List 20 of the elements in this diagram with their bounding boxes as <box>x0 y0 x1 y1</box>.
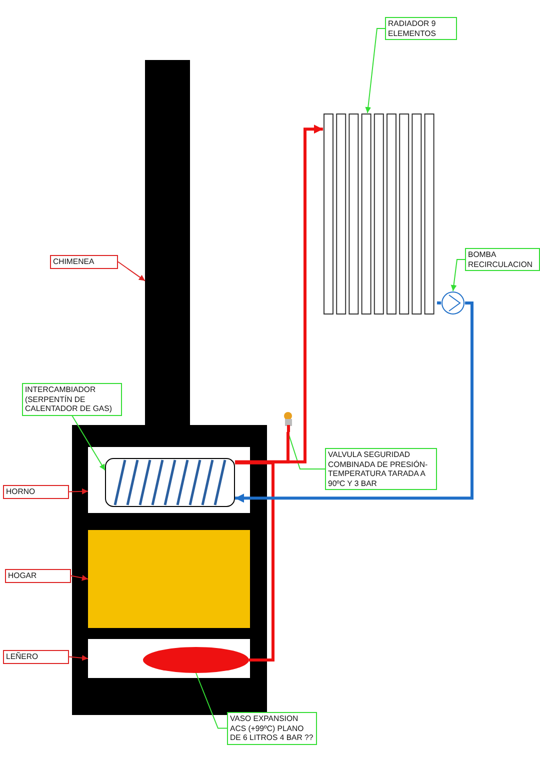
leader-line <box>70 574 88 581</box>
expansion-vessel <box>143 647 249 673</box>
leader-line <box>68 488 88 494</box>
wood-storage-compartment <box>88 639 250 678</box>
leader-line <box>450 259 466 292</box>
pipe <box>235 432 290 464</box>
radiator-drawing <box>323 113 437 315</box>
leader-line <box>68 654 88 661</box>
oven-compartment <box>88 447 250 513</box>
pipe <box>235 461 274 662</box>
firebox <box>88 530 250 628</box>
chimney <box>145 60 190 428</box>
pipe <box>436 301 442 304</box>
pipe <box>235 302 474 503</box>
valve-icon <box>282 411 294 432</box>
leader-line <box>365 28 386 114</box>
heat-exchanger-coil <box>105 458 235 507</box>
leader-line <box>118 261 146 282</box>
pump-symbol <box>441 291 465 315</box>
leader-line <box>196 672 228 729</box>
